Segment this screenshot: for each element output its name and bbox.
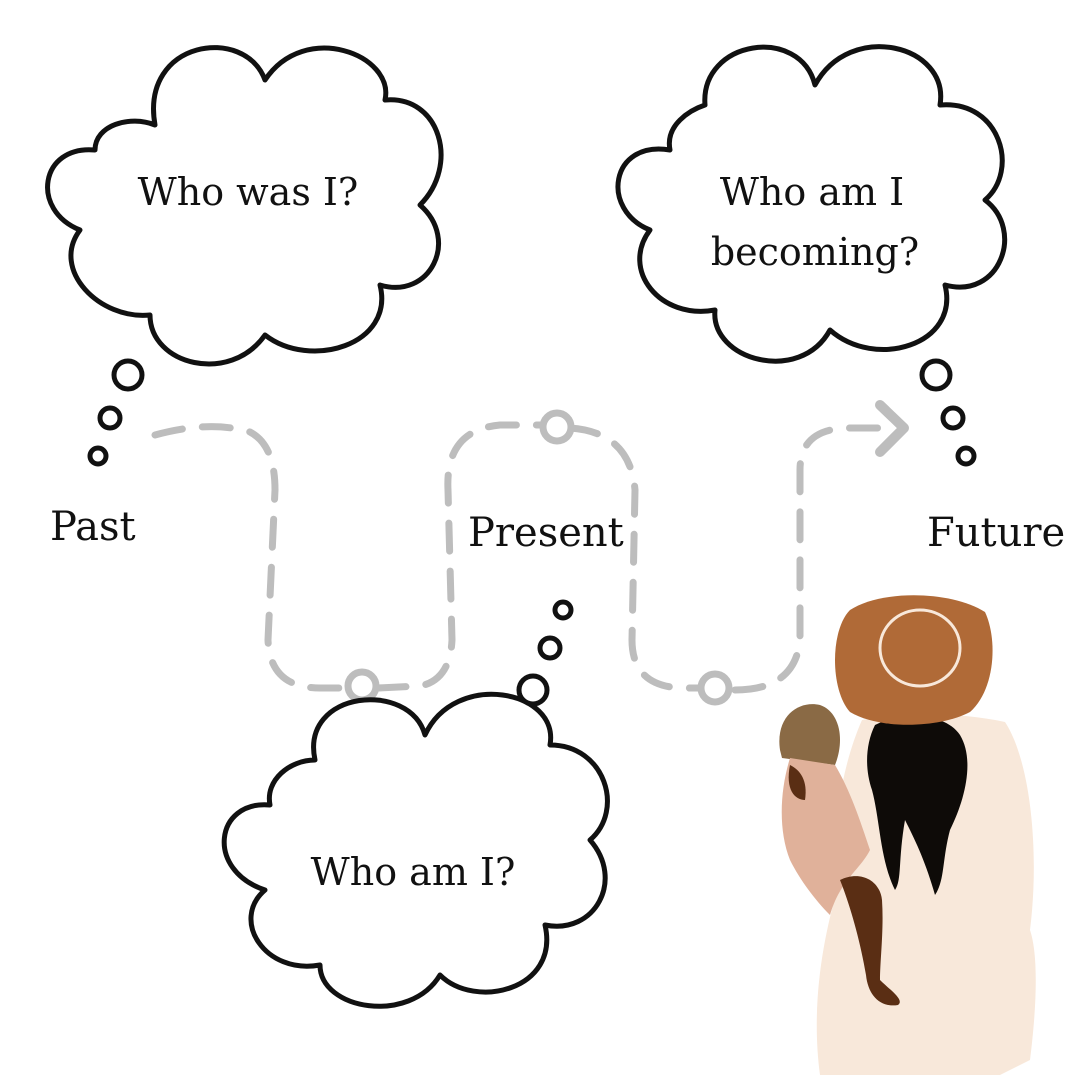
thought-dot-medium — [943, 408, 963, 428]
path-segment-present-up — [378, 425, 545, 688]
thought-cloud-past: Who was I? — [48, 48, 441, 464]
path-node-top-middle — [543, 413, 571, 441]
thought-dot-medium — [540, 638, 560, 658]
path-segment-past-loop — [155, 427, 360, 688]
mother-hat — [835, 595, 993, 725]
thought-dot-medium — [100, 408, 120, 428]
arrow-right-icon — [880, 405, 904, 452]
label-future: Future — [927, 510, 1065, 556]
bubble-present-text: Who am I? — [311, 850, 516, 894]
thought-dot-large — [519, 676, 547, 704]
label-past: Past — [50, 504, 136, 550]
thought-dot-small — [555, 602, 571, 618]
bubble-future-text-line2: becoming? — [711, 230, 919, 274]
bubble-future-text-line1: Who am I — [720, 170, 904, 214]
bubble-past-text: Who was I? — [138, 170, 359, 214]
thought-dot-small — [958, 448, 974, 464]
thought-dot-large — [114, 361, 142, 389]
path-node-bottom-left — [348, 672, 376, 700]
thought-cloud-present: Who am I? — [224, 602, 607, 1006]
mother-child-illustration — [779, 595, 1035, 1075]
label-present: Present — [468, 510, 624, 556]
child-hat — [779, 704, 840, 765]
thought-dot-large — [922, 361, 950, 389]
thought-dot-small — [90, 448, 106, 464]
path-node-bottom-right — [701, 674, 729, 702]
path-segment-present-down — [570, 428, 710, 688]
thought-cloud-future: Who am I becoming? — [618, 47, 1005, 464]
